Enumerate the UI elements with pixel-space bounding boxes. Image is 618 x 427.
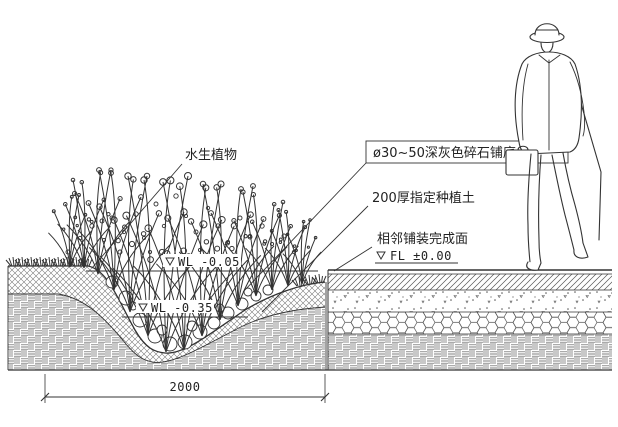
- neck: [540, 42, 554, 53]
- aquatic-plants-group: [47, 166, 322, 354]
- leader-line-aquatic-plants: [91, 163, 183, 269]
- jacket-seams: [538, 54, 561, 151]
- paving-layers: [327, 269, 612, 370]
- label-aquatic-plants: 水生植物: [185, 148, 237, 163]
- label-planting-soil: 200厚指定种植土: [372, 191, 475, 206]
- front-shoe: [526, 261, 542, 271]
- front-leg-inner: [538, 154, 542, 264]
- water-level-high-text: WL -0.05: [178, 255, 240, 269]
- leader-line-gravel-bed: [242, 162, 367, 293]
- label-adjacent-paving: 相邻铺装完成面: [377, 232, 468, 247]
- walking-person-figure: [505, 23, 602, 271]
- water-level-marker-high: WL -0.05: [163, 254, 241, 269]
- arm-lines: [521, 61, 586, 141]
- seed-heads: [65, 193, 297, 261]
- leader-line-planting-soil: [261, 205, 369, 313]
- dimension-ticks: [40, 392, 330, 402]
- floor-level-text: FL ±0.00: [390, 249, 452, 263]
- label-gravel-bed: ø30~50深灰色碎石铺底: [373, 145, 516, 161]
- dimension-text: 2000: [170, 380, 201, 394]
- water-level-marker-low: WL -0.35: [122, 300, 248, 318]
- dimension-2000: [40, 374, 330, 403]
- front-leg-outer: [527, 153, 532, 263]
- jacket: [514, 51, 582, 155]
- floor-level-marker: FL ±0.00: [375, 249, 458, 264]
- back-leg-inner: [562, 152, 584, 244]
- briefcase-handle: [517, 145, 529, 151]
- leader-line-adjacent-paving: [333, 246, 373, 272]
- back-leg-outer: [551, 154, 575, 251]
- hat-crown: [534, 23, 560, 36]
- water-level-low-text: WL -0.35: [151, 301, 213, 315]
- back-shoe: [573, 242, 589, 259]
- cane-line: [579, 99, 602, 241]
- briefcase: [505, 149, 539, 176]
